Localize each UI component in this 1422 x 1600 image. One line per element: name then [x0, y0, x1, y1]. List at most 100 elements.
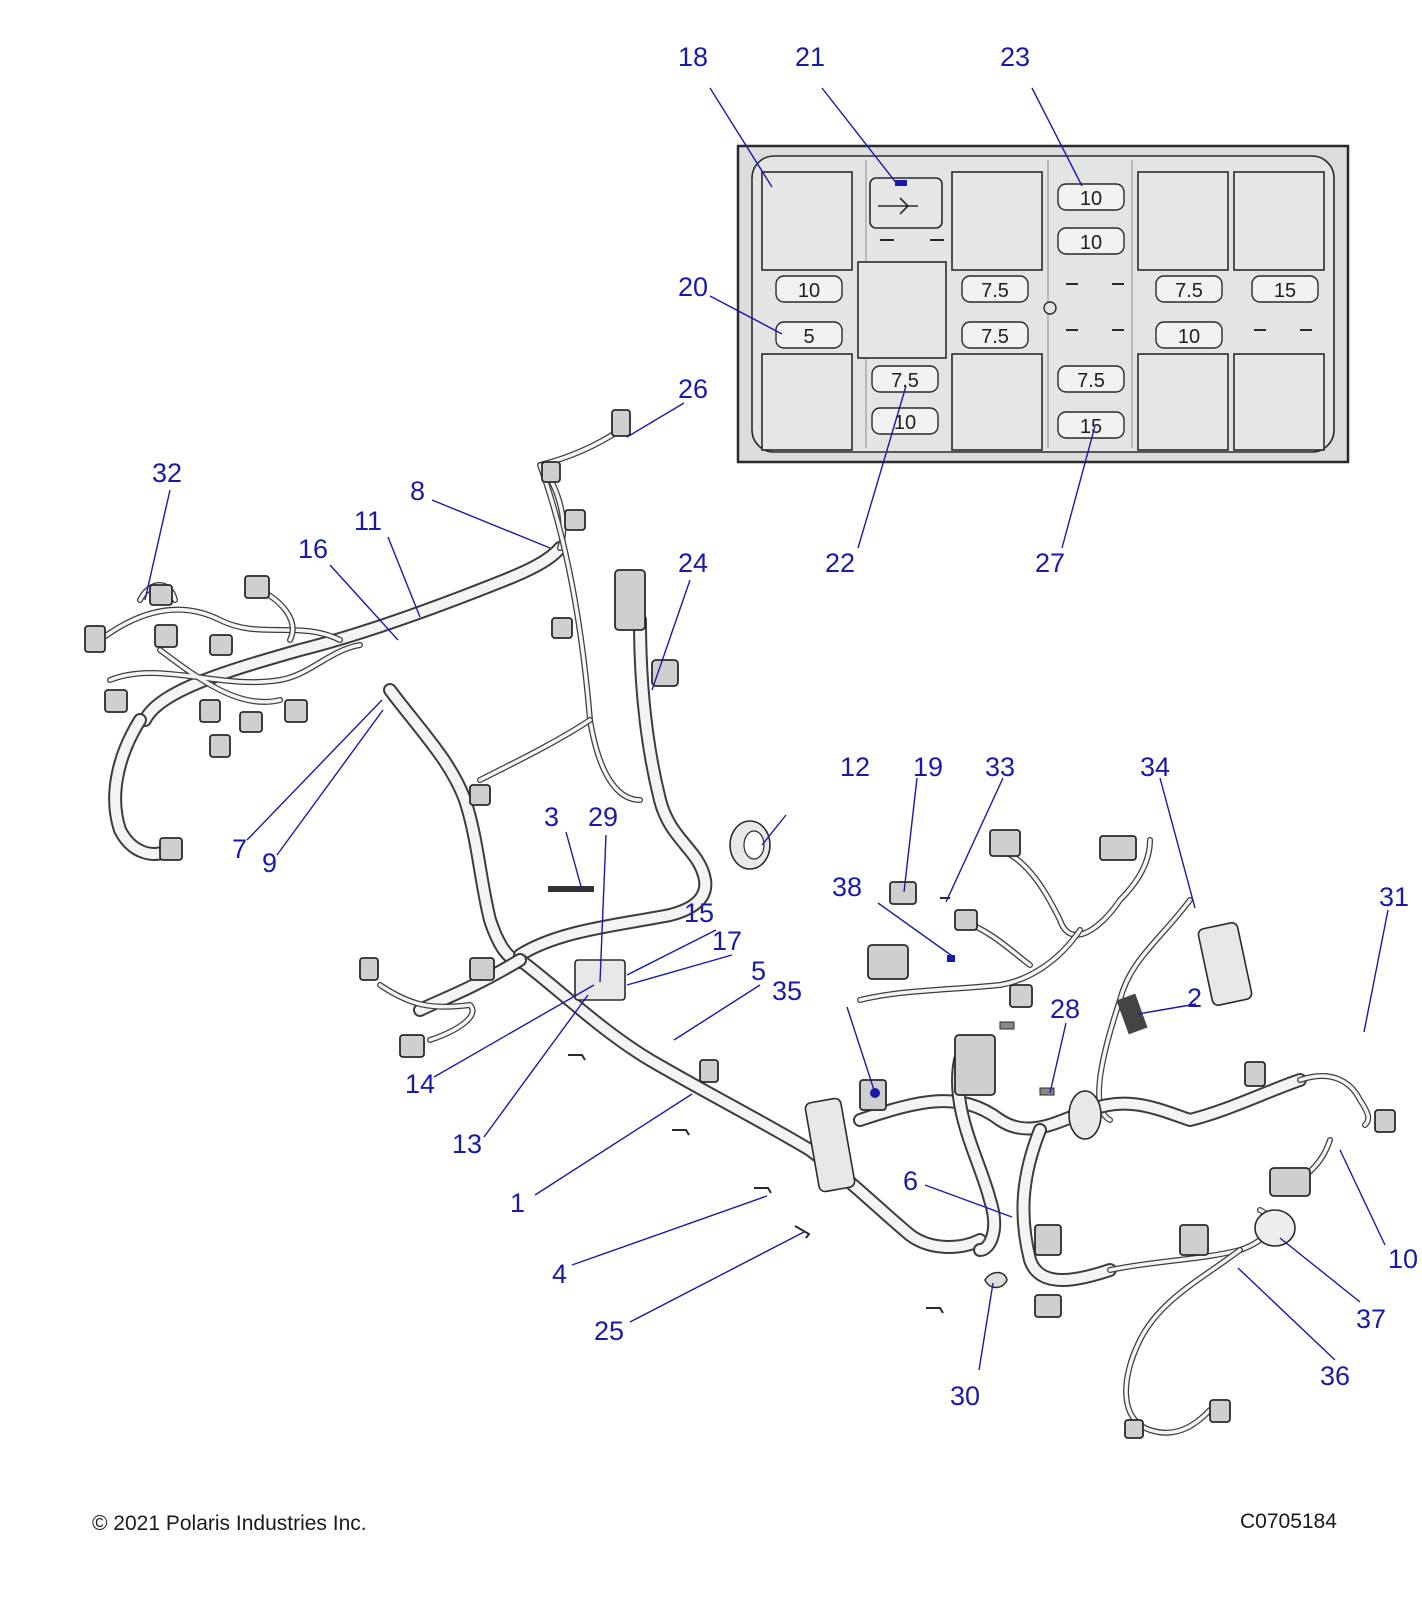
part-37 — [1254, 1209, 1296, 1247]
relay — [761, 353, 853, 451]
clip-25 — [794, 1225, 811, 1239]
copyright-notice: © 2021 Polaris Industries Inc. — [92, 1512, 367, 1535]
svg-text:7.5: 7.5 — [891, 370, 919, 392]
connector — [954, 909, 978, 931]
connector — [244, 575, 270, 599]
relay — [951, 353, 1043, 451]
tie-strap-3 — [548, 886, 594, 892]
connector — [209, 734, 231, 758]
fuse-slot: 10 — [1155, 321, 1223, 349]
callout-13: 13 — [452, 1129, 482, 1159]
main-harness — [84, 409, 987, 1314]
relay — [1137, 171, 1229, 271]
callout-19: 19 — [913, 752, 943, 782]
connector — [551, 617, 573, 639]
callout-2: 2 — [1187, 983, 1202, 1013]
callout-20: 20 — [678, 272, 708, 302]
relay — [1137, 353, 1229, 451]
connector — [1009, 984, 1033, 1008]
svg-text:7.5: 7.5 — [981, 280, 1009, 302]
callout-16: 16 — [298, 534, 328, 564]
callout-30: 30 — [950, 1381, 980, 1411]
relay — [761, 171, 853, 271]
leader-lines — [144, 87, 1389, 1371]
svg-text:15: 15 — [1274, 280, 1296, 302]
connector — [1209, 1399, 1231, 1423]
callout-29: 29 — [588, 802, 618, 832]
svg-text:10: 10 — [894, 412, 916, 434]
callout-23: 23 — [1000, 42, 1030, 72]
relay — [1233, 171, 1325, 271]
fuse-slot: 7.5 — [961, 275, 1029, 303]
callout-21: 21 — [795, 42, 825, 72]
callout-37: 37 — [1356, 1304, 1386, 1334]
callout-28: 28 — [1050, 994, 1080, 1024]
connector — [199, 699, 221, 723]
svg-text:7.5: 7.5 — [1175, 280, 1203, 302]
fuse-slot: 7.5 — [1057, 365, 1125, 393]
callout-14: 14 — [405, 1069, 435, 1099]
connector — [1244, 1061, 1266, 1087]
connector-24 — [614, 569, 646, 631]
callout-5: 5 — [751, 956, 766, 986]
callout-31: 31 — [1379, 882, 1409, 912]
connector — [651, 659, 679, 687]
ecu-module — [1197, 922, 1253, 1006]
svg-text:5: 5 — [803, 326, 814, 348]
callout-15: 15 — [684, 898, 714, 928]
callout-27: 27 — [1035, 548, 1065, 578]
connector — [1124, 1419, 1144, 1439]
fuse-slot: 7.5 — [871, 365, 939, 393]
callout-10: 10 — [1388, 1244, 1418, 1274]
callout-24: 24 — [678, 548, 708, 578]
callout-36: 36 — [1320, 1361, 1350, 1391]
connector — [1269, 1167, 1311, 1197]
svg-text:10: 10 — [798, 280, 820, 302]
drawing-number: C0705184 — [1240, 1510, 1337, 1533]
callout-26: 26 — [678, 374, 708, 404]
connector — [239, 711, 263, 733]
connector — [541, 461, 561, 483]
fastener-38 — [947, 955, 955, 962]
callout-3: 3 — [544, 802, 559, 832]
relay — [951, 171, 1043, 271]
svg-text:10: 10 — [1080, 232, 1102, 254]
connector — [1374, 1109, 1396, 1133]
bolt-28 — [1039, 1087, 1055, 1096]
fuse-slot: 5 — [775, 321, 843, 349]
bracket — [699, 1059, 719, 1083]
callout-32: 32 — [152, 458, 182, 488]
callout-6: 6 — [903, 1166, 918, 1196]
clip — [926, 1307, 944, 1314]
bolt — [999, 1021, 1015, 1030]
svg-text:7.5: 7.5 — [981, 326, 1009, 348]
clip-30 — [984, 1271, 1008, 1289]
connector — [159, 837, 183, 861]
connector — [154, 624, 178, 648]
connector — [359, 957, 379, 981]
connector — [1179, 1224, 1209, 1256]
module — [804, 1097, 856, 1193]
connector — [284, 699, 308, 723]
connector — [469, 957, 495, 981]
callout-11: 11 — [354, 506, 382, 536]
fastener-35 — [870, 1088, 880, 1098]
callout-25: 25 — [594, 1316, 624, 1346]
callout-22: 22 — [825, 548, 855, 578]
callout-9: 9 — [262, 848, 277, 878]
fuse-slot: 15 — [1251, 275, 1319, 303]
connector — [469, 784, 491, 806]
connector — [564, 509, 586, 531]
connector — [611, 409, 631, 437]
fuse-slot: 7.5 — [961, 321, 1029, 349]
callout-4: 4 — [552, 1259, 567, 1289]
connector — [104, 689, 128, 713]
connector — [989, 829, 1021, 857]
fuse-slot: 10 — [1057, 227, 1125, 255]
callout-35: 35 — [772, 976, 802, 1006]
callout-18: 18 — [678, 42, 708, 72]
fuse-slot: 10 — [871, 407, 939, 435]
fuse-box: 10 10 10 5 7.5 7.5 7.5 10 — [736, 144, 1350, 464]
callout-33: 33 — [985, 752, 1015, 782]
